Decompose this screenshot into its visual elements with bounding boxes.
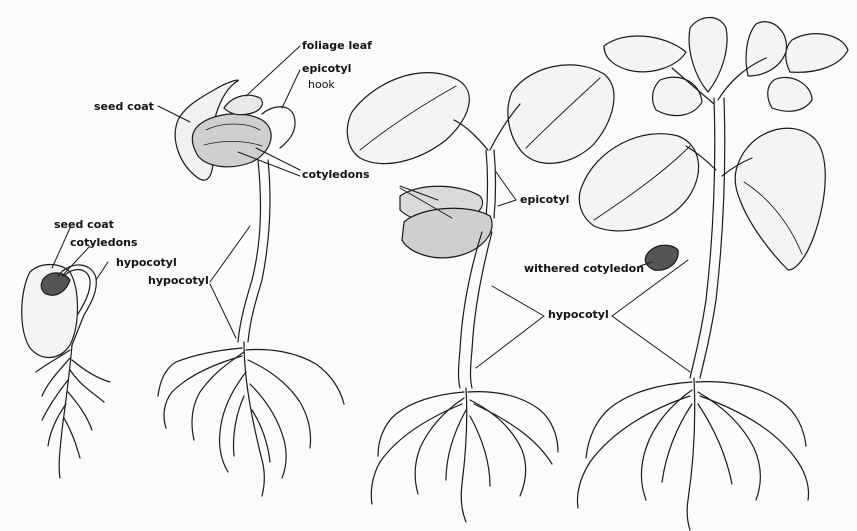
stage2-seedling [158,80,344,496]
stage2-cotyledon [192,114,271,167]
label-stage2-foliage-leaf: foliage leaf [302,39,372,52]
stage3-roots [371,388,558,522]
label-stage2-hypocotyl: hypocotyl [148,274,209,287]
label-stage2-epicotyl: epicotyl [302,62,351,75]
label-stage2-cotyledons: cotyledons [302,168,370,181]
stage1-seedling [22,265,110,479]
stage4-leaf-large-right [735,128,825,270]
label-stage1-hypocotyl: hypocotyl [116,256,177,269]
label-stage3-hypocotyl: hypocotyl [548,308,609,321]
stage4-leaf-large-left [579,134,698,231]
label-stage3-epicotyl: epicotyl [520,193,569,206]
stage2-foliage-leaf [224,95,262,115]
stage4-leaf-right-mid [768,77,812,111]
stage4-stem [690,98,715,378]
label-stage2-hook: hook [308,78,335,91]
stage3-leaf-left [347,73,469,164]
stage2-roots [158,342,344,496]
stage4-leaf-right-upper [786,34,848,73]
stage2-hypocotyl [238,160,260,342]
label-stage1-cotyledons: cotyledons [70,236,138,249]
stage3-seedling [347,65,614,522]
stage4-leaf-top-center [689,18,727,93]
stage3-epicotyl [486,150,488,218]
stage4-leaf-top-right [746,22,786,76]
stage1-roots [36,345,110,478]
label-stage1-seed-coat: seed coat [54,218,114,231]
label-stage2-seed-coat: seed coat [94,100,154,113]
stage4-withered-cotyledon [645,245,678,270]
stage4-leaf-top-left [604,36,686,72]
stage4-roots [578,378,809,530]
label-stage4-withered-cotyledon: withered cotyledon [524,262,644,275]
stage4-leaf-left-mid [653,77,702,115]
